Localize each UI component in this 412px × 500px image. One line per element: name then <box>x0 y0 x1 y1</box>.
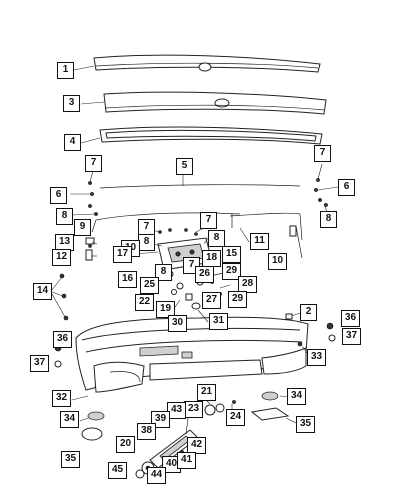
callout-26[interactable]: 26 <box>195 266 214 283</box>
part-5-rod <box>99 175 301 189</box>
rings-21-23-24 <box>204 400 236 416</box>
right-bolts <box>297 322 336 355</box>
callout-37[interactable]: 37 <box>30 355 49 372</box>
callout-18[interactable]: 18 <box>202 250 221 267</box>
callout-35[interactable]: 35 <box>61 451 80 468</box>
callout-4[interactable]: 4 <box>64 134 81 151</box>
callout-38[interactable]: 38 <box>137 423 156 440</box>
fasteners-left <box>70 170 98 216</box>
callout-37[interactable]: 37 <box>342 328 361 345</box>
callout-27[interactable]: 27 <box>202 292 221 309</box>
callout-25[interactable]: 25 <box>140 277 159 294</box>
callout-1[interactable]: 1 <box>57 62 74 79</box>
part-35-covers <box>81 407 290 441</box>
callout-3[interactable]: 3 <box>63 95 80 112</box>
part-4-seal <box>99 126 323 145</box>
callout-2[interactable]: 2 <box>300 304 317 321</box>
callout-8[interactable]: 8 <box>56 208 73 225</box>
callout-35[interactable]: 35 <box>296 416 315 433</box>
part-14-bolts <box>51 273 69 321</box>
callout-42[interactable]: 42 <box>187 437 206 454</box>
callout-44[interactable]: 44 <box>147 467 166 484</box>
fasteners-right <box>314 163 339 213</box>
callout-24[interactable]: 24 <box>226 409 245 426</box>
callout-6[interactable]: 6 <box>338 179 355 196</box>
part-32-tailgate-body <box>75 316 309 393</box>
callout-6[interactable]: 6 <box>50 187 67 204</box>
callout-15[interactable]: 15 <box>222 246 241 263</box>
callout-7[interactable]: 7 <box>85 155 102 172</box>
callout-7[interactable]: 7 <box>314 145 331 162</box>
part-10-right-rod <box>295 225 303 259</box>
callout-32[interactable]: 32 <box>52 390 71 407</box>
callout-20[interactable]: 20 <box>116 436 135 453</box>
callout-36[interactable]: 36 <box>341 310 360 327</box>
callout-29[interactable]: 29 <box>228 291 247 308</box>
callout-5[interactable]: 5 <box>176 158 193 175</box>
callout-36[interactable]: 36 <box>53 331 72 348</box>
callout-31[interactable]: 31 <box>209 313 228 330</box>
callout-16[interactable]: 16 <box>118 271 137 288</box>
part-2-clip <box>285 312 301 320</box>
callout-33[interactable]: 33 <box>307 349 326 366</box>
callout-10[interactable]: 10 <box>268 253 287 270</box>
part-1-top-cap <box>93 54 321 73</box>
callout-34[interactable]: 34 <box>287 388 306 405</box>
callout-8[interactable]: 8 <box>208 230 225 247</box>
part-11-cable <box>229 212 303 241</box>
callout-19[interactable]: 19 <box>156 301 175 318</box>
part-3-trim-panel <box>103 91 327 115</box>
callout-34[interactable]: 34 <box>60 411 79 428</box>
part-9-link-rod <box>91 212 241 233</box>
callout-29[interactable]: 29 <box>222 263 241 280</box>
callout-45[interactable]: 45 <box>108 462 127 479</box>
callout-11[interactable]: 11 <box>250 233 269 250</box>
callout-8[interactable]: 8 <box>138 234 155 251</box>
callout-28[interactable]: 28 <box>238 276 257 293</box>
left-latch-parts <box>85 237 95 261</box>
callout-43[interactable]: 43 <box>167 402 186 419</box>
callout-9[interactable]: 9 <box>74 219 91 236</box>
callout-17[interactable]: 17 <box>113 246 132 263</box>
callout-14[interactable]: 14 <box>33 283 52 300</box>
callout-21[interactable]: 21 <box>197 384 216 401</box>
callout-7[interactable]: 7 <box>200 212 217 229</box>
callout-12[interactable]: 12 <box>52 249 71 266</box>
left-bolts <box>54 344 62 368</box>
callout-23[interactable]: 23 <box>184 401 203 418</box>
part-34-pads <box>87 391 279 421</box>
callout-8[interactable]: 8 <box>320 211 337 228</box>
callout-41[interactable]: 41 <box>177 452 196 469</box>
callout-8[interactable]: 8 <box>155 264 172 281</box>
callout-30[interactable]: 30 <box>168 315 187 332</box>
callout-22[interactable]: 22 <box>135 294 154 311</box>
